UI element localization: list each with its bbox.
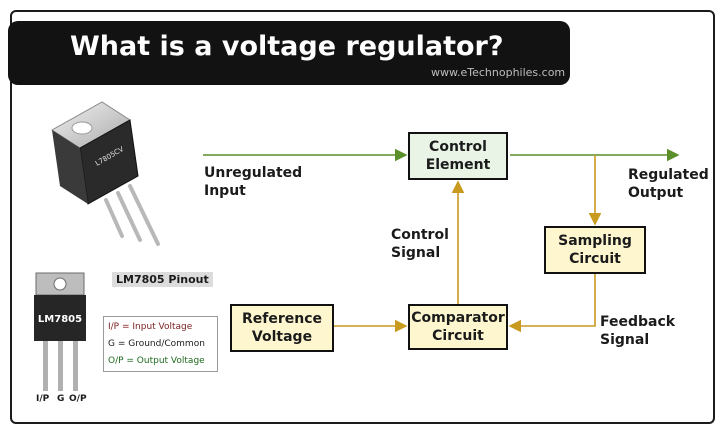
reference-voltage-block: Reference Voltage	[230, 304, 334, 352]
control-element-block: Control Element	[408, 132, 508, 180]
website-watermark: www.eTechnophiles.com	[431, 66, 566, 79]
feedback-line	[508, 274, 596, 333]
comparator-circuit-block: Comparator Circuit	[408, 304, 508, 350]
pinout-title: LM7805 Pinout	[112, 272, 213, 287]
legend-output: O/P = Output Voltage	[108, 356, 205, 366]
regulated-output-label: Regulated Output	[628, 167, 709, 201]
title-banner	[8, 21, 570, 85]
control-signal-label: Control Signal	[391, 227, 449, 261]
lm7805-pinout-drawing: LM7805	[34, 272, 86, 391]
regulator-photo: L7805CV	[51, 101, 160, 246]
diagram-frame	[10, 10, 715, 424]
pin-legend: I/P = Input Voltage G = Ground/Common O/…	[103, 316, 218, 372]
pin-label-ground: G	[57, 394, 65, 404]
feedback-signal-label: Feedback Signal	[600, 314, 676, 348]
pin-label-output: O/P	[69, 394, 87, 404]
page-title: What is a voltage regulator?	[70, 31, 504, 62]
sampling-circuit-block: Sampling Circuit	[544, 226, 646, 274]
pin-label-input: I/P	[36, 394, 50, 404]
chip-label: LM7805	[38, 314, 82, 325]
legend-ground: G = Ground/Common	[108, 339, 205, 349]
unregulated-input-label: Unregulated Input	[204, 165, 303, 199]
legend-input: I/P = Input Voltage	[108, 322, 193, 332]
